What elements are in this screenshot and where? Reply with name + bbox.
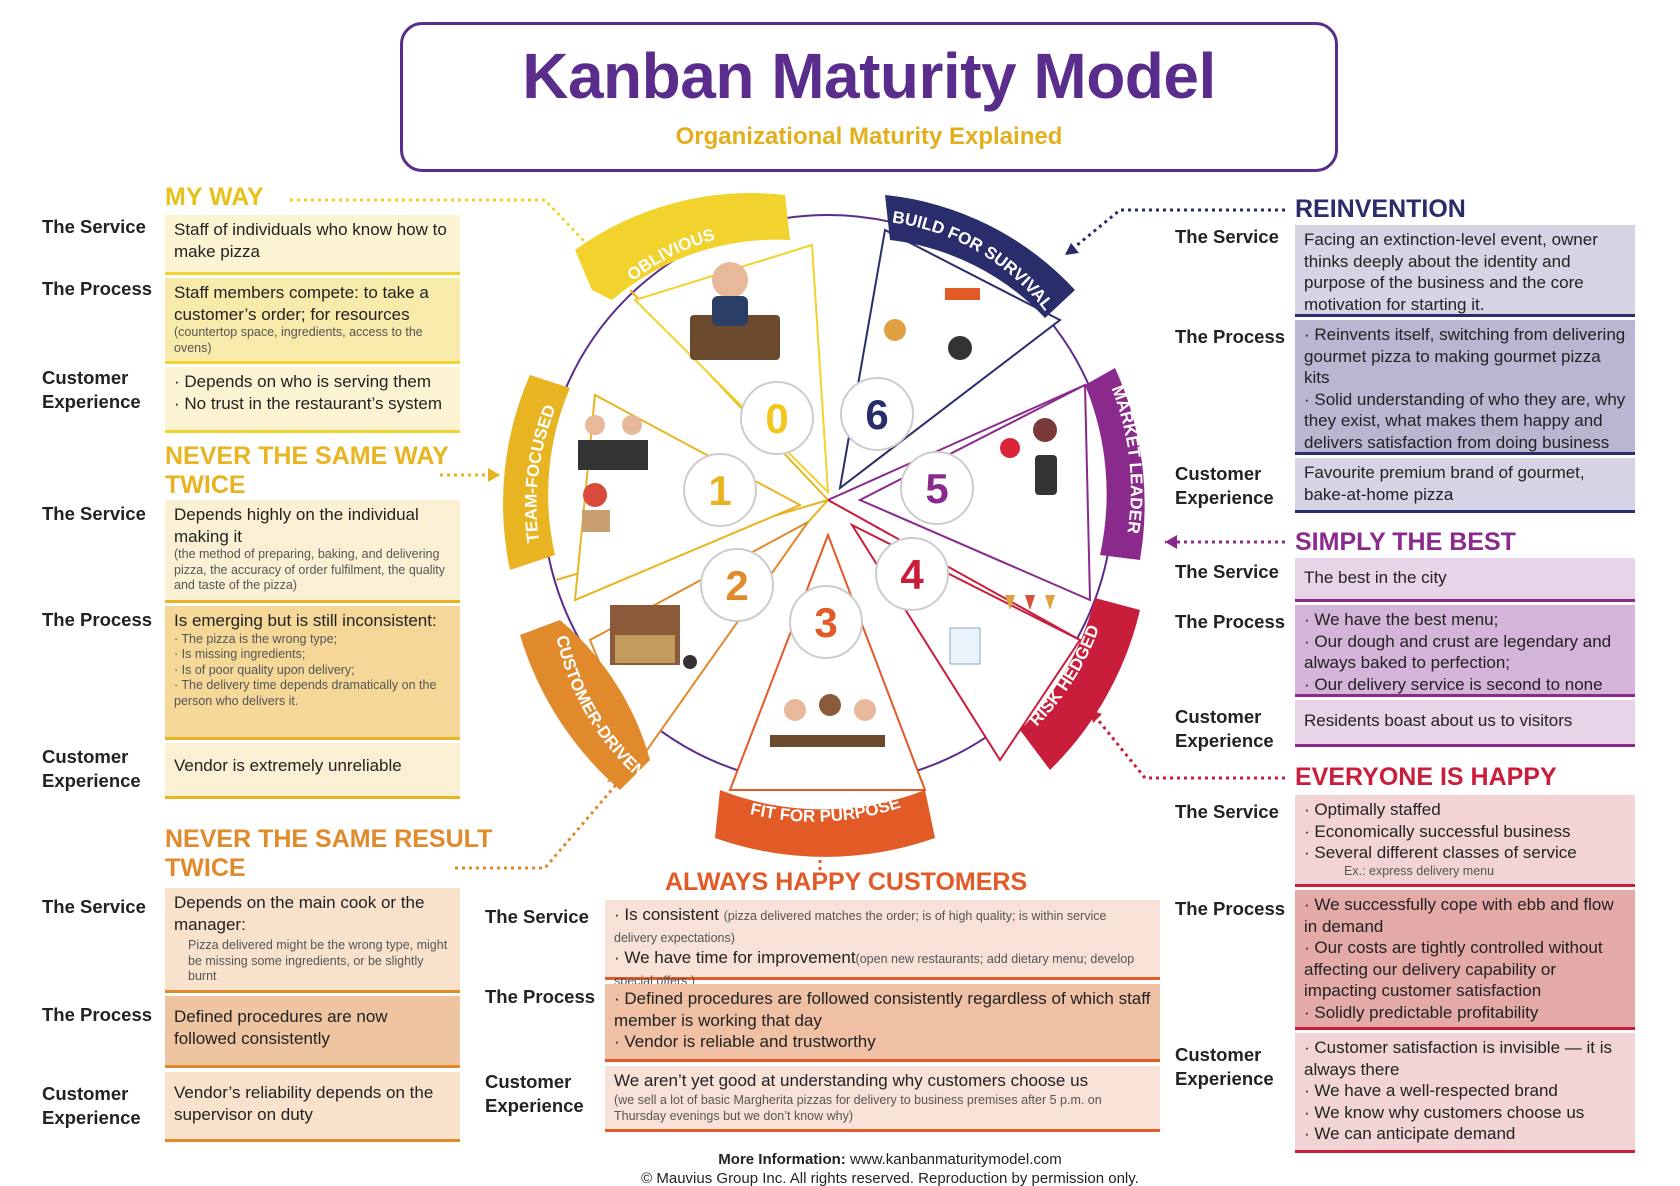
illustration-friends [770, 694, 885, 747]
wedge-3 [728, 532, 927, 791]
illustration-ingredients [884, 288, 980, 360]
footer: More Information: www.kanbanmaturitymode… [560, 1150, 1220, 1186]
never-result-service: Depends on the main cook or the manager:… [165, 888, 460, 993]
never-way-service: Depends highly on the individual making … [165, 500, 460, 603]
label-service: The Service [1175, 226, 1279, 247]
label-service: The Service [485, 906, 589, 927]
band-risk-hedged [1020, 598, 1140, 770]
label-process: The Process [42, 609, 153, 630]
illustration-pizzeria [610, 605, 697, 669]
label-process: The Process [485, 986, 596, 1007]
level-number-4: 4 [900, 551, 924, 598]
always-process: · Defined procedures are followed consis… [605, 984, 1160, 1062]
arrowheads [488, 243, 1177, 852]
page-title: Kanban Maturity Model [522, 40, 1216, 112]
illustration-oblivious-cook [690, 262, 780, 360]
illustration-team [578, 415, 648, 532]
heading-my-way: MY WAY [165, 183, 264, 211]
band-oblivious [575, 193, 790, 300]
myway-service: Staff of individuals who know how to mak… [165, 215, 460, 275]
myway-process-note: (countertop space, ingredients, access t… [174, 325, 423, 355]
always-cx: We aren’t yet good at understanding why … [605, 1066, 1160, 1132]
footer-url-link[interactable]: www.kanbanmaturitymodel.com [849, 1151, 1062, 1168]
myway-cx: · Depends on who is serving them · No tr… [165, 367, 460, 433]
connector-happy [1088, 709, 1285, 780]
label-service: The Service [42, 896, 146, 917]
label-service: The Service [1175, 561, 1279, 582]
reinvention-process: · Reinvents itself, switching from deliv… [1295, 320, 1635, 455]
level-number-5: 5 [925, 465, 948, 512]
never-result-process: Defined procedures are now followed cons… [165, 996, 460, 1068]
label-process: The Process [42, 278, 153, 299]
band-fit-for-purpose [715, 790, 935, 857]
best-cx: Residents boast about us to visitors [1295, 700, 1635, 747]
label-process: The Process [1175, 611, 1286, 632]
connector-reinvention [1064, 208, 1285, 257]
myway-cx-item: · No trust in the restaurant’s system [174, 393, 443, 413]
connector-myway [290, 198, 602, 260]
label-service: The Service [42, 503, 146, 524]
wedge-5 [857, 383, 1092, 602]
label-process: The Process [1175, 898, 1286, 919]
band-customer-driven [520, 620, 650, 790]
label-service: The Service [1175, 801, 1279, 822]
reinvention-cx: Favourite premium brand of gourmet, bake… [1295, 458, 1635, 513]
band-team-focused [503, 375, 570, 570]
heading-reinvention: REINVENTION [1295, 195, 1466, 223]
reinvention-service: Facing an extinction-level event, owner … [1295, 225, 1635, 317]
level-number-3: 3 [814, 599, 837, 646]
heading-simply-the-best: SIMPLY THE BEST [1295, 528, 1516, 556]
happy-cx: · Customer satisfaction is invisible — i… [1295, 1033, 1635, 1153]
band-build-for-survival [885, 195, 1075, 318]
label-process: The Process [42, 1004, 153, 1025]
never-way-cx: Vendor is extremely unreliable [165, 743, 460, 799]
label-process: The Process [1175, 326, 1286, 347]
illustration-phone-app [1000, 418, 1057, 495]
footer-copyright: © Mauvius Group Inc. All rights reserved… [641, 1170, 1139, 1186]
myway-process: Staff members compete: to take a custome… [165, 278, 460, 364]
never-way-process: Is emerging but is still inconsistent: ·… [165, 606, 460, 740]
level-number-2: 2 [725, 562, 748, 609]
level-numbers: 0 1 2 3 4 5 6 [683, 377, 974, 659]
page-subtitle: Organizational Maturity Explained [675, 123, 1063, 150]
label-service: The Service [42, 216, 146, 237]
level-number-0: 0 [765, 395, 788, 442]
title-box: Kanban Maturity Model Organizational Mat… [400, 22, 1338, 172]
always-service: · Is consistent (pizza delivered matches… [605, 900, 1160, 988]
level-number-1: 1 [708, 467, 731, 514]
footer-more-label: More Information: [718, 1151, 846, 1168]
never-result-cx: Vendor’s reliability depends on the supe… [165, 1072, 460, 1142]
level-number-6: 6 [865, 391, 888, 438]
band-market-leader [1085, 368, 1145, 560]
myway-cx-item: · Depends on who is serving them [174, 372, 432, 391]
illustration-menu-pizzas [949, 595, 1055, 665]
happy-process: · We successfully cope with ebb and flow… [1295, 890, 1635, 1030]
never-way-service-note: (the method of preparing, baking, and de… [174, 547, 445, 592]
myway-process-text: Staff members compete: to take a custome… [174, 283, 429, 324]
best-process: · We have the best menu; · Our dough and… [1295, 605, 1635, 697]
best-service: The best in the city [1295, 558, 1635, 602]
happy-service: · Optimally staffed · Economically succe… [1295, 795, 1635, 887]
heading-everyone-happy: EVERYONE IS HAPPY [1295, 763, 1557, 791]
connector-never-result [455, 779, 622, 870]
heading-always-happy: ALWAYS HAPPY CUSTOMERS [665, 868, 1028, 896]
myway-service-text: Staff of individuals who know how to mak… [174, 220, 447, 261]
